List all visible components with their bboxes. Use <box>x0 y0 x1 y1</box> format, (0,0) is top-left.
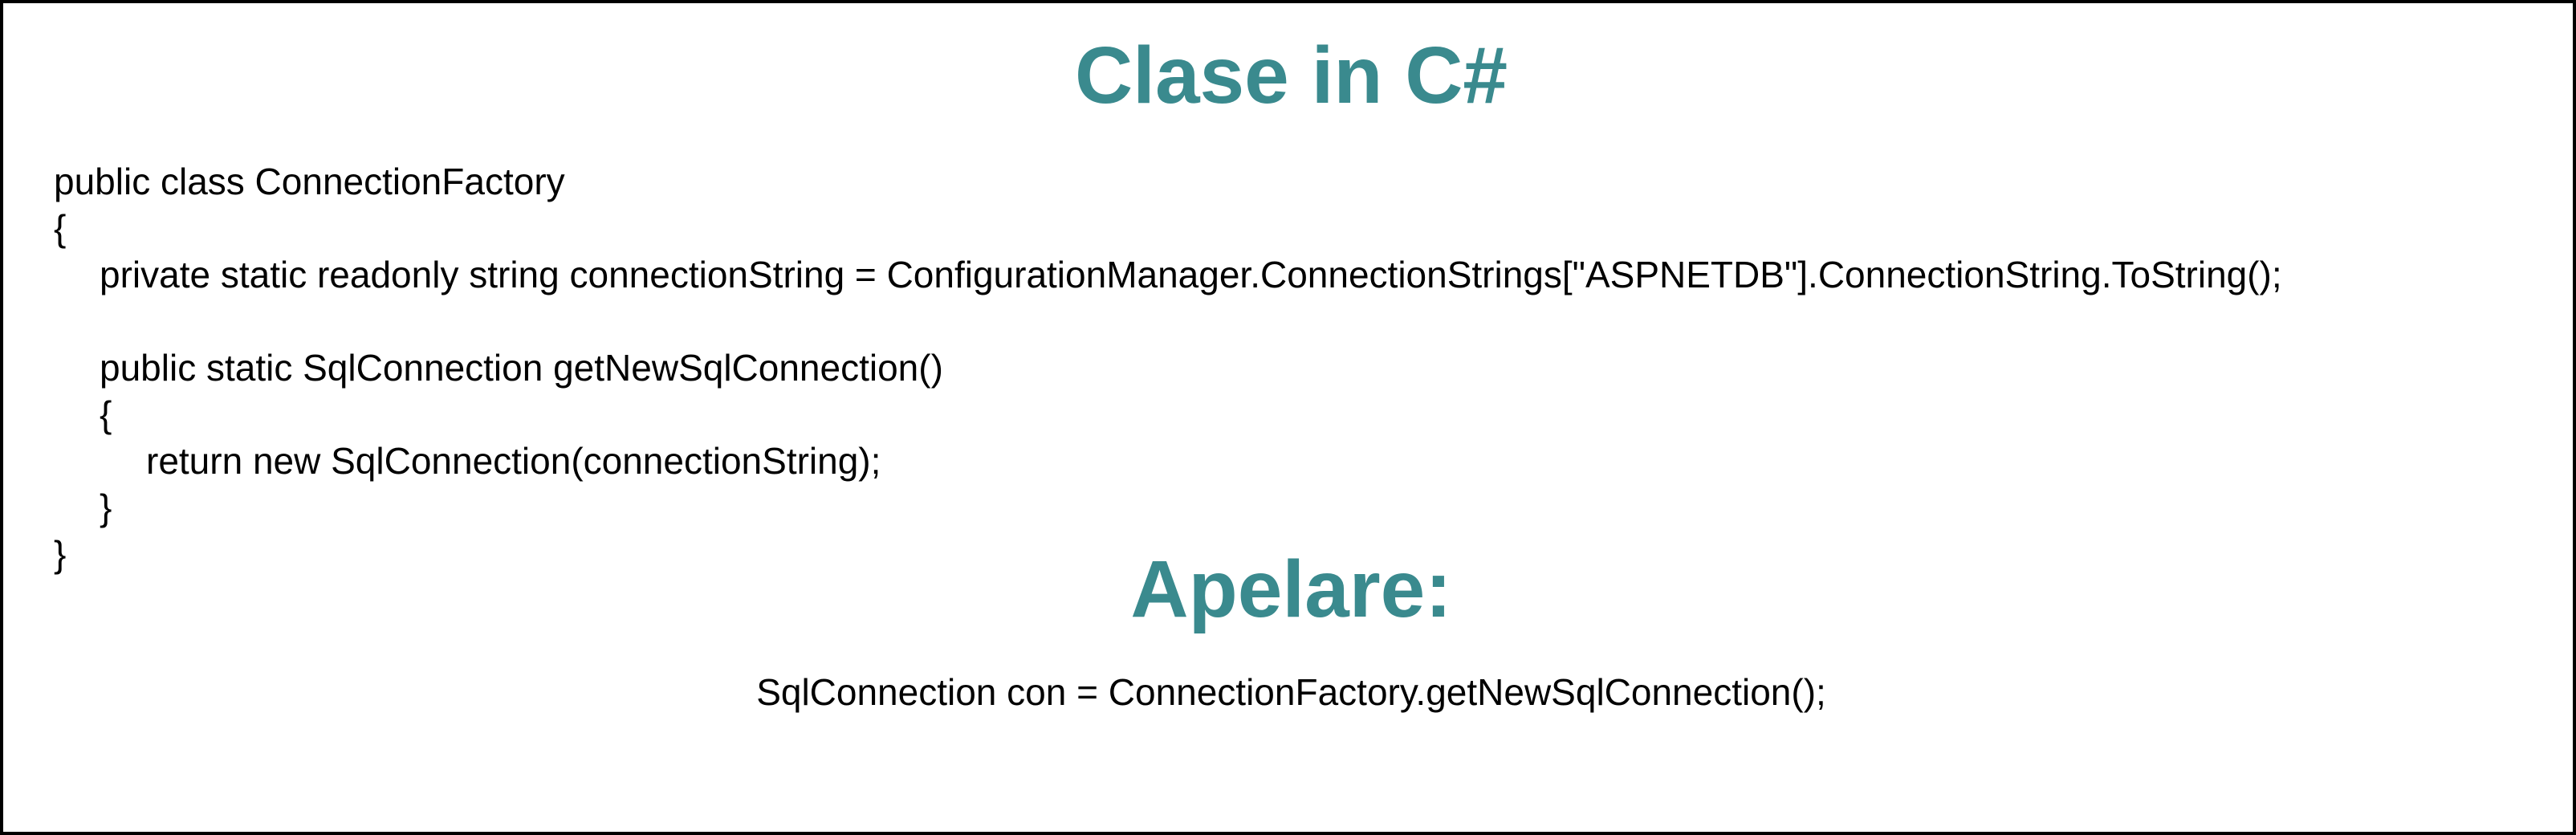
code-line-class-close-brace: } <box>54 533 67 575</box>
code-line-method-open-brace: { <box>100 393 112 435</box>
code-line-field-declaration: private static readonly string connectio… <box>100 254 2282 295</box>
slide-title: Clase in C# <box>1074 31 1508 120</box>
call-example-line: SqlConnection con = ConnectionFactory.ge… <box>756 671 1826 713</box>
code-line-class-declaration: public class ConnectionFactory <box>54 161 565 202</box>
call-heading: Apelare: <box>1130 544 1452 634</box>
code-line-method-signature: public static SqlConnection getNewSqlCon… <box>100 347 943 389</box>
code-line-method-close-brace: } <box>100 487 112 528</box>
code-line-open-brace: { <box>54 207 67 249</box>
code-line-return-statement: return new SqlConnection(connectionStrin… <box>146 440 881 482</box>
